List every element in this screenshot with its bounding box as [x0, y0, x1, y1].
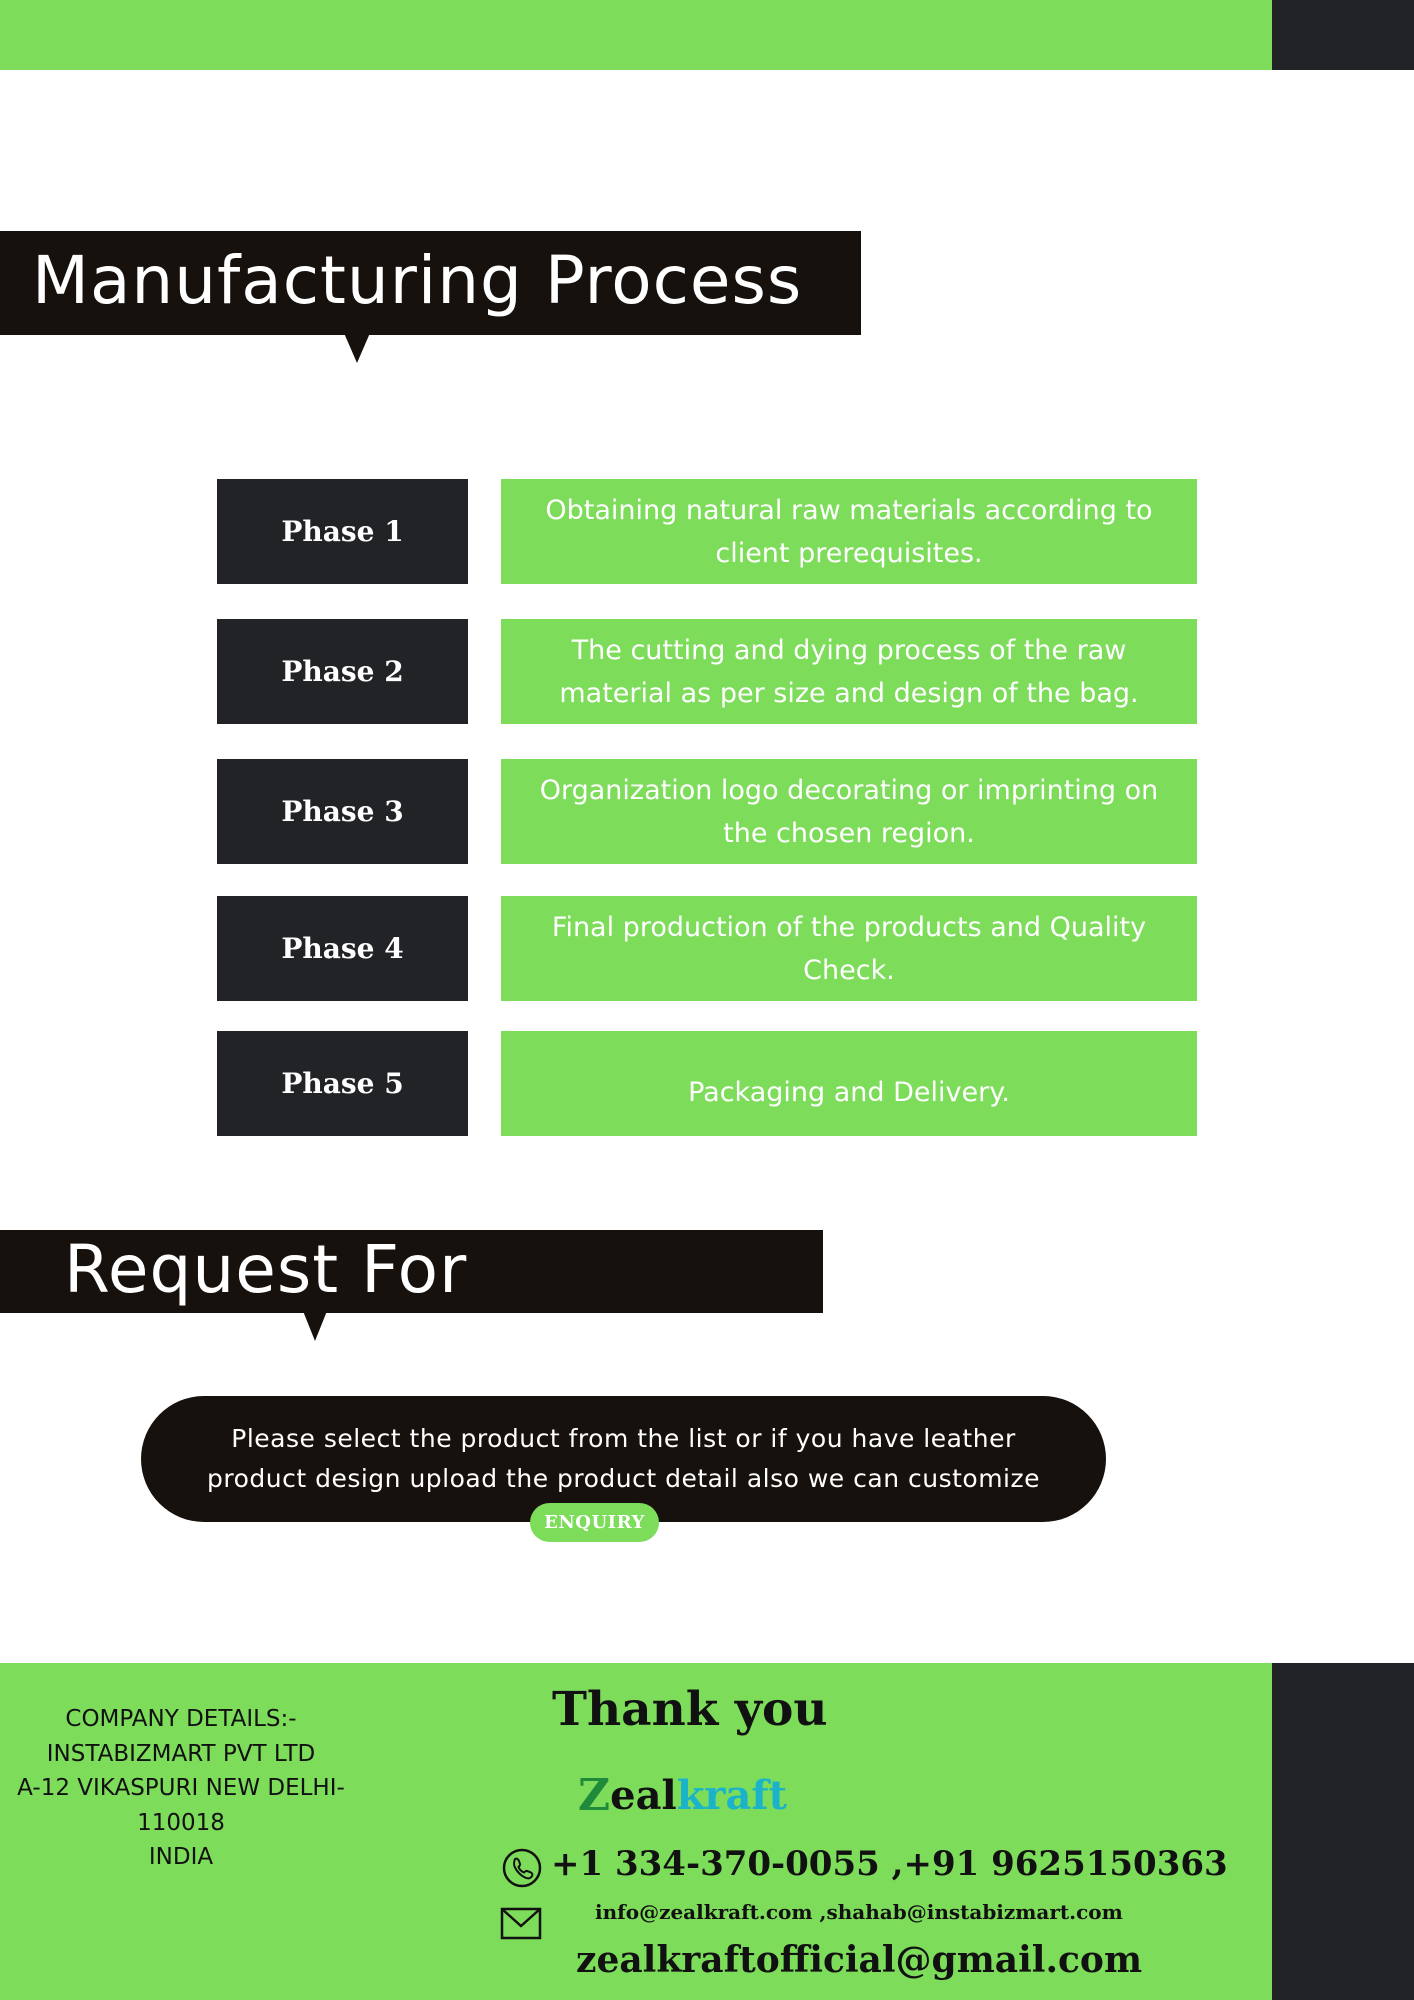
phone-icon: [502, 1848, 542, 1888]
gmail-address[interactable]: zealkraftofficial@gmail.com: [576, 1939, 1143, 1981]
mail-icon: [500, 1907, 542, 1940]
company-line: COMPANY DETAILS:-: [65, 1706, 297, 1732]
manufacturing-process-banner: Manufacturing Process: [0, 231, 861, 335]
footer-dark-block: [1272, 1663, 1414, 2000]
footer-background: [0, 1663, 1272, 2000]
phase-4-description: Final production of the products and Qua…: [501, 896, 1197, 1001]
thank-you-heading: Thank you: [552, 1682, 828, 1737]
phase-2-description: The cutting and dying process of the raw…: [501, 619, 1197, 724]
quotation-line-2: product design upload the product detail…: [206, 1464, 1041, 1493]
company-line: 110018: [137, 1809, 225, 1836]
request-quotation-banner: Request For Quotation: [0, 1230, 823, 1387]
phase-4-label: Phase 4: [217, 896, 468, 1001]
top-dark-block: [1272, 0, 1414, 70]
quotation-line-1: Please select the product from the list …: [231, 1424, 1016, 1453]
phase-3-description: Organization logo decorating or imprinti…: [501, 759, 1197, 864]
manufacturing-process-title: Manufacturing Process: [32, 242, 803, 319]
top-accent-bar: [0, 0, 1272, 70]
phone-numbers[interactable]: +1 334-370-0055 ,+91 9625150363: [551, 1844, 1228, 1884]
company-line: INDIA: [148, 1844, 214, 1870]
phase-2-label: Phase 2: [217, 619, 468, 724]
phase-5-label: Phase 5: [217, 1031, 468, 1136]
phase-1-label: Phase 1: [217, 479, 468, 584]
enquiry-button[interactable]: ENQUIRY: [530, 1503, 659, 1542]
banner-pointer: [344, 333, 370, 363]
company-line: INSTABIZMART PVT LTD: [46, 1740, 316, 1767]
quotation-message: Please select the product from the list …: [141, 1396, 1106, 1522]
company-line: A-12 VIKASPURI NEW DELHI-: [17, 1775, 345, 1801]
phase-3-label: Phase 3: [217, 759, 468, 864]
logo-z: Z: [578, 1769, 611, 1821]
email-addresses[interactable]: info@zealkraft.com ,shahab@instabizmart.…: [595, 1900, 1123, 1924]
phase-1-description: Obtaining natural raw materials accordin…: [501, 479, 1197, 584]
logo-kraft: kraft: [676, 1771, 788, 1819]
logo-eal: eal: [610, 1771, 677, 1819]
company-details: COMPANY DETAILS:- INSTABIZMART PVT LTD A…: [0, 1702, 362, 1875]
phase-5-description: Packaging and Delivery.: [501, 1031, 1197, 1136]
banner-pointer: [303, 1311, 327, 1341]
request-quotation-title: Request For Quotation: [64, 1231, 468, 1388]
